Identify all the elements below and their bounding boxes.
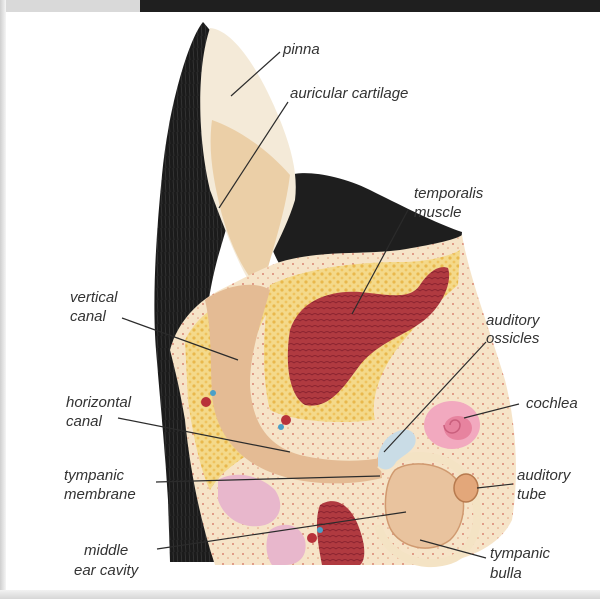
label-auricular-cartilage: auricular cartilage bbox=[290, 85, 408, 102]
vessel-blue-3 bbox=[317, 527, 323, 533]
label-vertical-canal-line1: vertical bbox=[70, 289, 118, 306]
label-temporalis-line1: temporalis bbox=[414, 185, 484, 202]
label-tympanic-bulla-line2: bulla bbox=[490, 565, 522, 582]
vessel-red-1 bbox=[201, 397, 211, 407]
label-middle-ear-line2: ear cavity bbox=[74, 562, 140, 579]
label-auditory-tube-line2: tube bbox=[517, 486, 546, 503]
label-cochlea: cochlea bbox=[526, 395, 578, 412]
label-tympanic-bulla-line1: tympanic bbox=[490, 545, 551, 562]
label-horizontal-canal-line2: canal bbox=[66, 413, 103, 430]
vessel-red-2 bbox=[281, 415, 291, 425]
label-auditory-ossicles-line2: ossicles bbox=[486, 330, 540, 347]
label-auditory-tube-line1: auditory bbox=[517, 467, 572, 484]
label-middle-ear-line1: middle bbox=[84, 542, 128, 559]
label-horizontal-canal-line1: horizontal bbox=[66, 394, 132, 411]
label-vertical-canal-line2: canal bbox=[70, 308, 107, 325]
middle-ear-cavity-shape bbox=[385, 464, 463, 548]
label-auditory-ossicles-line1: auditory bbox=[486, 312, 541, 329]
auditory-tube-shape bbox=[454, 474, 478, 502]
vessel-red-3 bbox=[307, 533, 317, 543]
label-tympanic-membrane-line1: tympanic bbox=[64, 467, 125, 484]
label-pinna: pinna bbox=[282, 41, 320, 58]
cochlea-inner bbox=[444, 416, 472, 440]
label-temporalis-line2: muscle bbox=[414, 204, 462, 221]
vessel-blue-1 bbox=[210, 390, 216, 396]
vessel-blue-2 bbox=[278, 424, 284, 430]
label-tympanic-membrane-line2: membrane bbox=[64, 486, 136, 503]
